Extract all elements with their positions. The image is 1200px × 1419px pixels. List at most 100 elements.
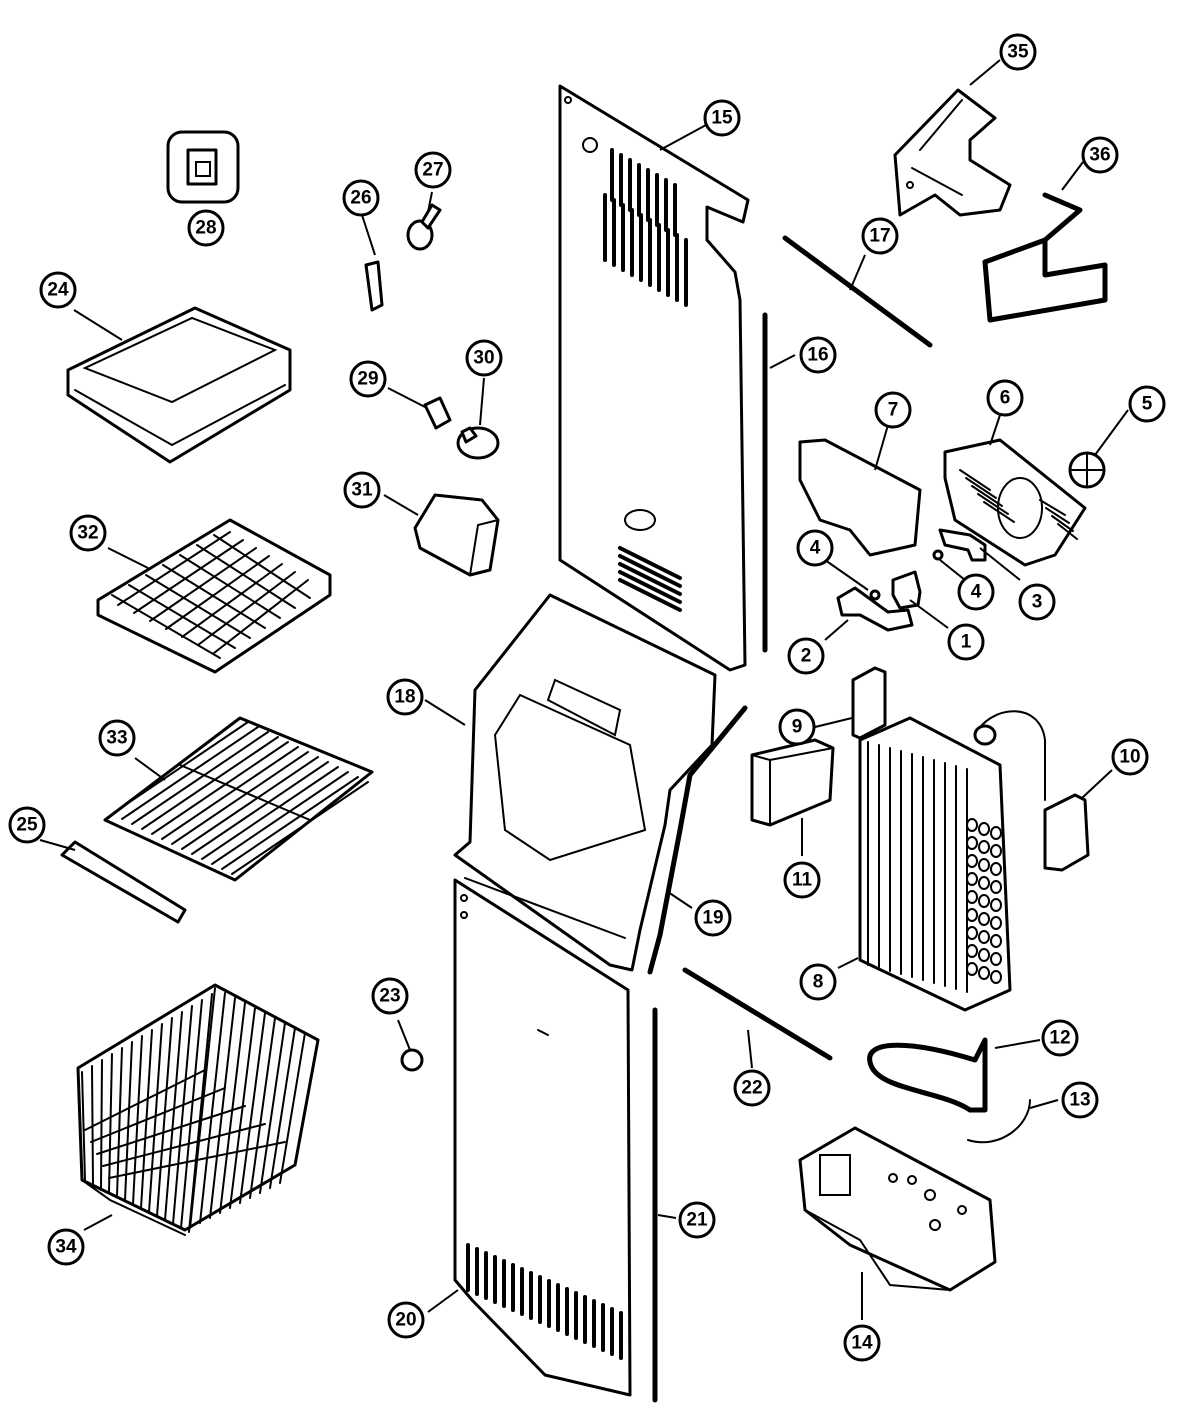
part-13-wire [967,1099,1031,1144]
leader-27 [427,191,433,213]
leader-31 [383,494,419,516]
callouts: 1 2 3 4 4 5 6 7 8 9 10 11 12 13 14 15 16… [8,33,1166,1362]
callout-34: 34 [47,1228,85,1266]
callout-18: 18 [386,678,424,716]
part-6-fan-shroud [943,438,1087,567]
part-4-grommet-b [932,549,944,561]
svg-text:25: 25 [16,815,38,836]
svg-text:4: 4 [971,582,982,603]
svg-text:34: 34 [55,1237,77,1258]
svg-text:18: 18 [394,687,415,708]
svg-text:21: 21 [686,1210,708,1231]
svg-text:5: 5 [1142,394,1153,415]
part-25-roller [60,840,187,924]
part-19-trim-strip [647,705,748,975]
part-22-strip [682,967,833,1061]
callout-4-second: 4 [957,573,995,611]
svg-text:4: 4 [810,538,821,559]
leader-8 [837,957,859,969]
part-5-fan-blade [1068,451,1106,489]
svg-text:1: 1 [961,632,972,653]
part-7-insulation-pad [798,438,922,557]
leader-34 [83,1214,113,1231]
part-12-defrost-heater [867,1037,988,1113]
callout-13: 13 [1061,1081,1099,1119]
leader-35 [969,59,1001,86]
part-8-evaporator [858,710,1046,1012]
callout-32: 32 [69,514,107,552]
svg-text:17: 17 [869,226,890,247]
callout-4: 4 [796,529,834,567]
svg-text:24: 24 [47,280,69,301]
part-28-switch [166,130,240,204]
callout-3: 3 [1018,583,1056,621]
leader-16 [769,354,796,369]
svg-text:23: 23 [379,986,400,1007]
svg-text:10: 10 [1119,747,1140,768]
callout-16: 16 [799,336,837,374]
shroud-vents [959,469,1078,540]
panel-15-vents [603,148,688,612]
callout-21: 21 [678,1201,716,1239]
svg-text:35: 35 [1007,42,1029,63]
part-31-lamp-cover [413,493,500,577]
leader-4a [824,559,869,591]
leader-18 [424,699,466,726]
svg-text:31: 31 [351,480,373,501]
callout-8: 8 [799,963,837,1001]
svg-text:30: 30 [473,348,494,369]
leader-15 [659,124,707,151]
callout-17: 17 [861,217,899,255]
svg-text:2: 2 [801,646,812,667]
part-1-fan-motor [891,570,922,610]
callout-9: 9 [778,708,816,746]
callout-36: 36 [1081,136,1119,174]
part-2-motor-mount [836,586,914,632]
leader-6 [989,414,1001,446]
leader-17 [849,254,866,291]
svg-text:6: 6 [1000,388,1011,409]
part-24-ice-bin [66,306,292,464]
part-23-plug [400,1048,424,1072]
callout-15: 15 [703,99,741,137]
callout-22: 22 [733,1069,771,1107]
svg-text:14: 14 [851,1333,873,1354]
part-3-motor-bracket [938,528,987,562]
callout-10: 10 [1111,738,1149,776]
leader-lines [39,59,1129,1320]
part-27-push-button [406,203,442,251]
svg-text:33: 33 [106,728,127,749]
leader-23 [397,1019,411,1051]
part-11-foam-block [750,738,835,827]
callout-20: 20 [387,1301,425,1339]
leader-36 [1061,161,1084,191]
part-29-lamp-socket [423,396,452,430]
svg-text:11: 11 [792,870,813,891]
leader-19 [667,891,693,909]
leader-4b [939,559,966,581]
ice-tray-grid [111,531,311,659]
basket-wires [81,987,306,1233]
part-35-bracket [893,88,1012,217]
leader-21 [657,1214,677,1219]
callout-2: 2 [787,637,825,675]
leader-2 [824,619,849,641]
svg-text:7: 7 [888,400,899,421]
callout-24: 24 [39,271,77,309]
leader-33 [134,757,166,781]
callout-1: 1 [947,623,985,661]
shelf-wires [111,721,369,875]
leader-32 [107,547,149,569]
part-18-evaporator-cover-upper [453,593,717,972]
leader-9 [814,717,853,728]
svg-text:12: 12 [1049,1028,1070,1049]
callout-29: 29 [349,360,387,398]
callout-6: 6 [986,379,1024,417]
leader-1 [909,599,949,629]
leader-5 [1094,409,1129,456]
svg-text:29: 29 [357,369,378,390]
callout-30: 30 [465,339,503,377]
callout-23: 23 [371,977,409,1015]
leader-3 [979,547,1021,581]
